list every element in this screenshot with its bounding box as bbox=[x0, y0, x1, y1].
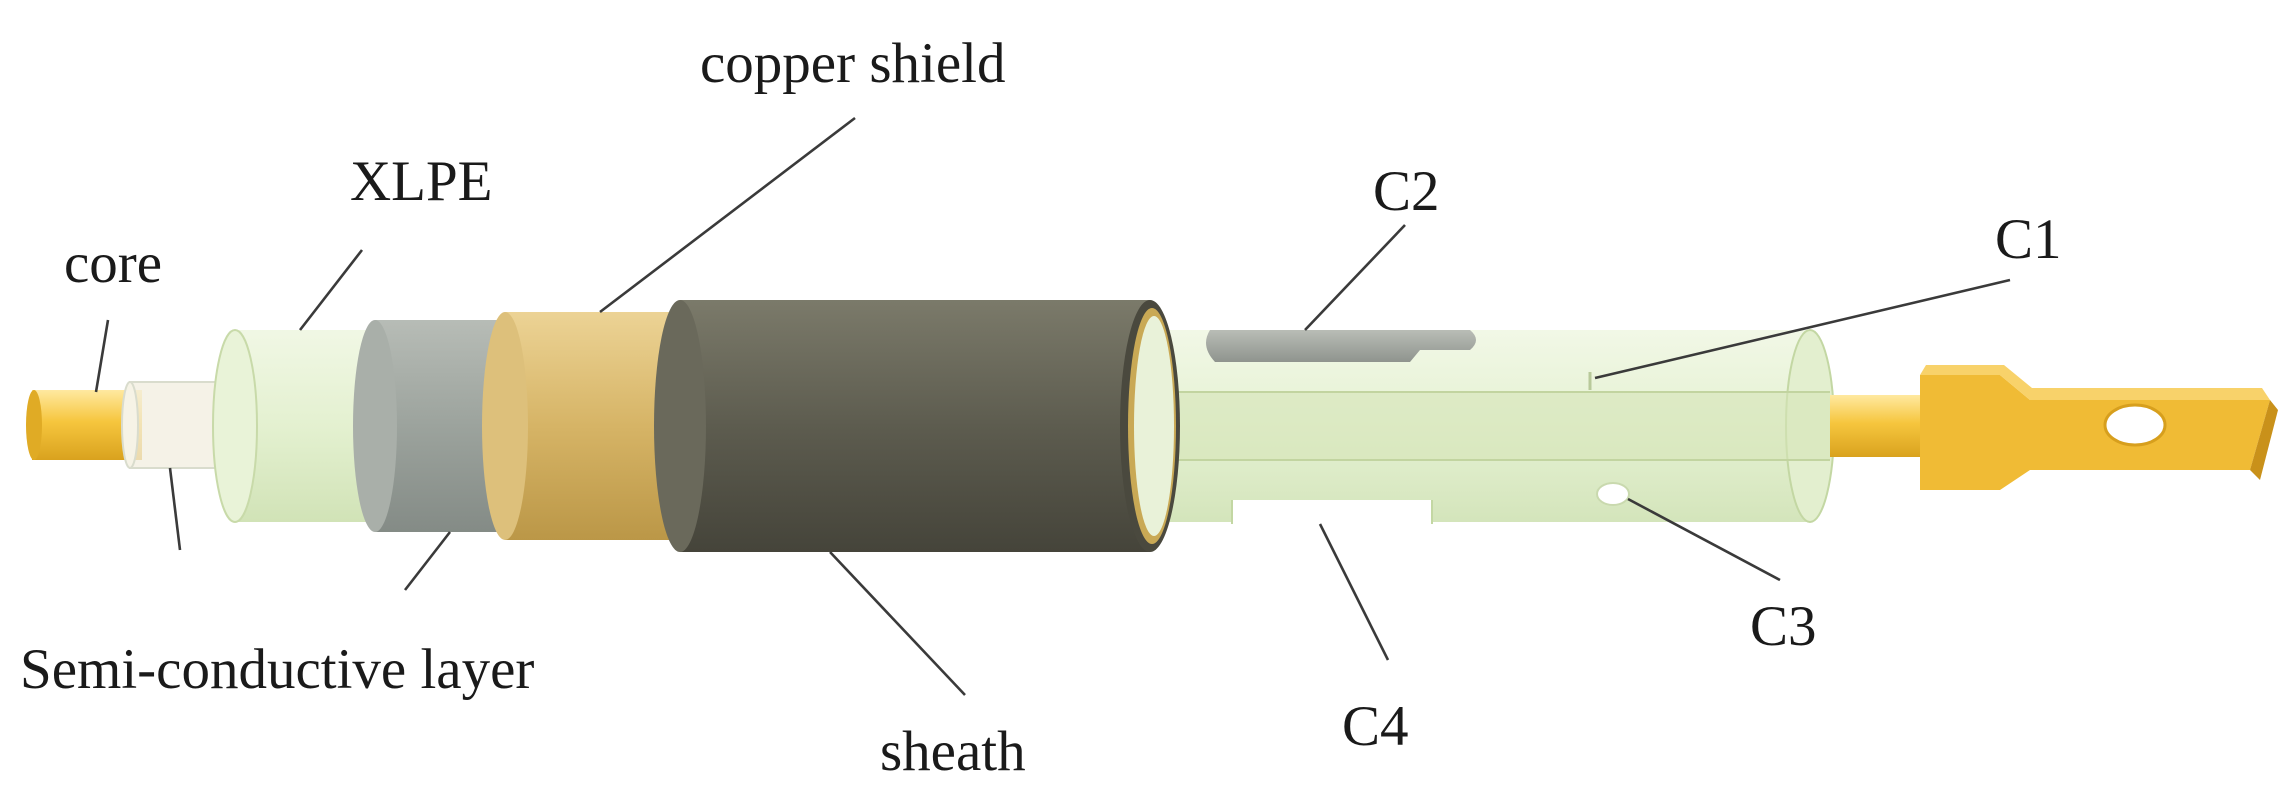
defect-c4-notch bbox=[1231, 500, 1433, 524]
label-c1: C1 bbox=[1995, 208, 2062, 271]
lug-bolt-hole bbox=[2103, 403, 2167, 447]
terminal-lug bbox=[1830, 365, 2278, 490]
label-c2: C2 bbox=[1373, 160, 1440, 223]
leader-sheath bbox=[829, 551, 966, 696]
label-core: core bbox=[64, 232, 162, 295]
label-sheath: sheath bbox=[880, 720, 1026, 783]
label-xlpe: XLPE bbox=[350, 150, 493, 213]
leader-semi-conductive-band bbox=[403, 531, 452, 591]
leader-xlpe bbox=[298, 249, 364, 331]
leader-semi-conductive-layer bbox=[168, 467, 182, 551]
leader-c1 bbox=[1594, 278, 2011, 380]
label-copper-shield: copper shield bbox=[700, 32, 1005, 95]
label-semi-conductive-layer: Semi-conductive layer bbox=[20, 638, 534, 701]
outer-sheath bbox=[654, 300, 1180, 552]
leader-c4 bbox=[1318, 523, 1390, 661]
semi-conductive-layer-tube bbox=[121, 381, 241, 469]
label-c3: C3 bbox=[1750, 595, 1817, 658]
defect-c2-slot bbox=[1206, 330, 1476, 362]
leader-copper-shield bbox=[599, 116, 856, 314]
label-c4: C4 bbox=[1342, 695, 1409, 758]
defect-c3-hole bbox=[1596, 482, 1630, 506]
leader-core bbox=[94, 319, 110, 393]
leader-c2 bbox=[1304, 224, 1406, 331]
leader-c3 bbox=[1627, 497, 1781, 582]
